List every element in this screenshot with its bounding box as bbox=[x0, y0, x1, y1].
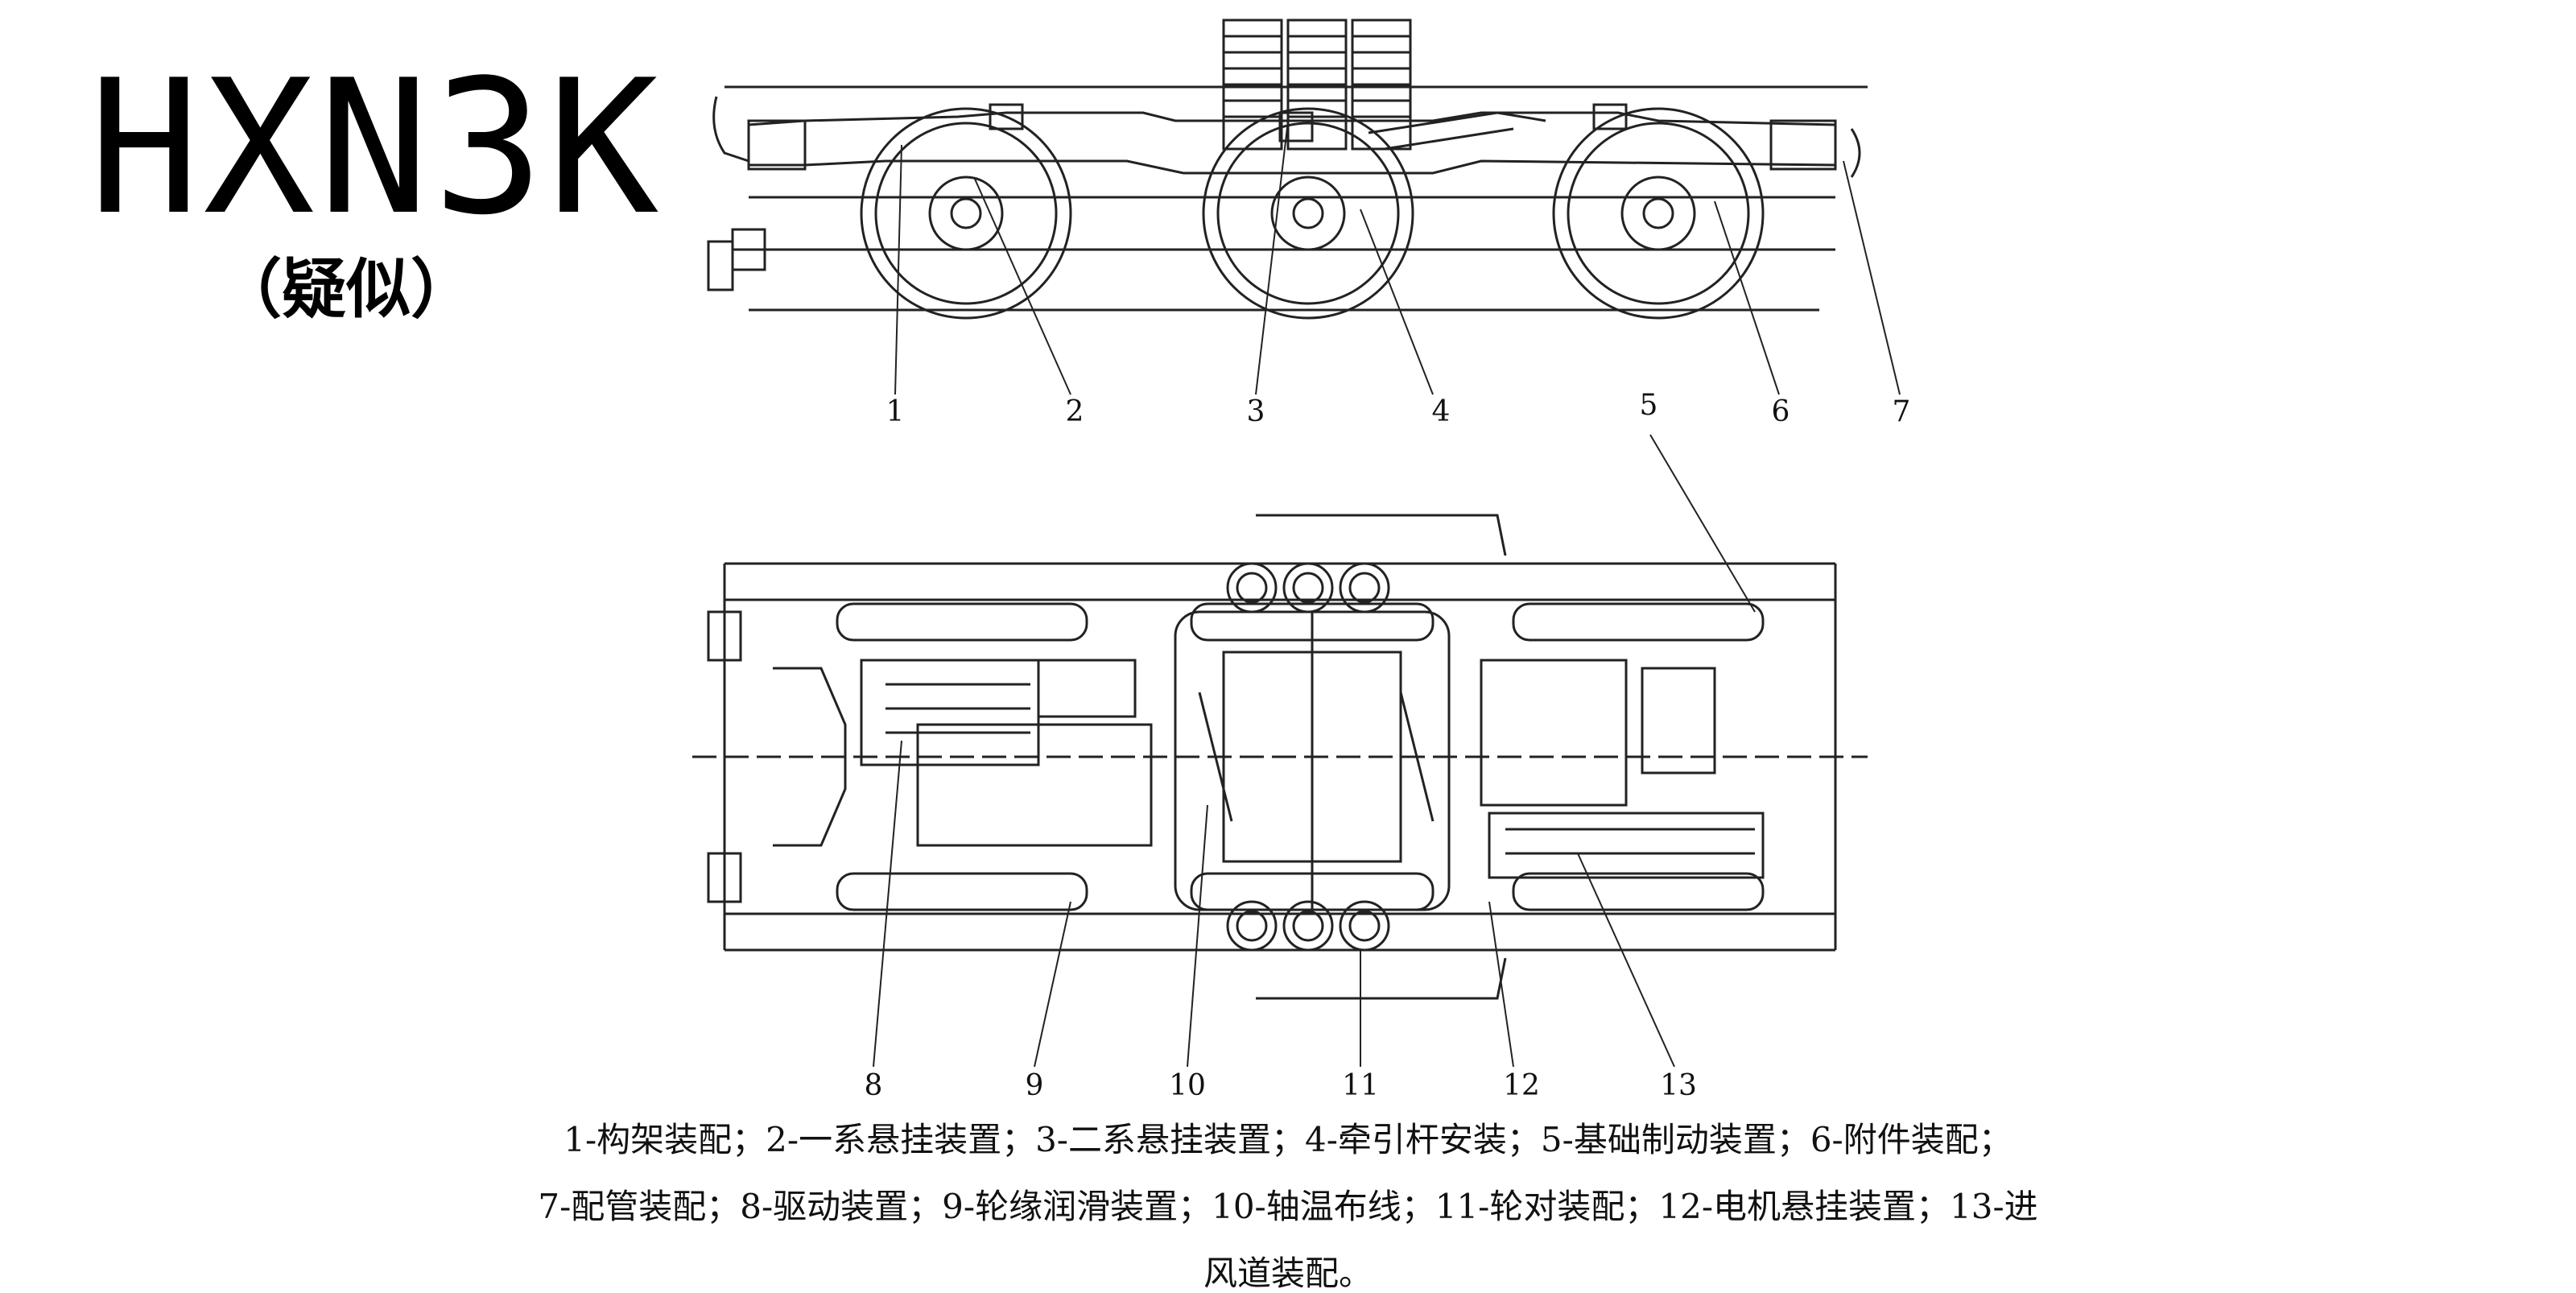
callout-6: 6 bbox=[1772, 395, 1790, 428]
traction-motor-left bbox=[860, 659, 1153, 847]
bogie-frame-plan bbox=[692, 562, 1868, 952]
callout-7: 7 bbox=[1893, 395, 1911, 428]
callout-10: 10 bbox=[1169, 1069, 1206, 1102]
traction-motor-right bbox=[1480, 659, 1765, 879]
side-view bbox=[707, 19, 1901, 395]
page-subtitle: （疑似） bbox=[217, 252, 475, 327]
bolster-plan bbox=[1174, 562, 1451, 952]
wheel-rows bbox=[836, 602, 1765, 911]
plan-leader-lines bbox=[873, 434, 1756, 1068]
page-title: HXN3K bbox=[89, 41, 663, 256]
wheelset-side-1 bbox=[860, 107, 1072, 320]
callout-13: 13 bbox=[1660, 1069, 1697, 1102]
plan-view bbox=[692, 434, 1868, 1068]
caption-line-1: 1-构架装配；2-一系悬挂装置；3-二系悬挂装置；4-牵引杆安装；5-基础制动装… bbox=[564, 1120, 2013, 1159]
caption-line-3: 风道装配。 bbox=[1203, 1254, 1373, 1293]
callout-5: 5 bbox=[1640, 389, 1658, 422]
traction-rods bbox=[1198, 514, 1507, 1000]
caption-line-2: 7-配管装配；8-驱动装置；9-轮缘润滑装置；10-轴温布线；11-轮对装配；1… bbox=[538, 1187, 2038, 1226]
callout-4: 4 bbox=[1432, 395, 1451, 428]
wheelset-side-2 bbox=[1202, 107, 1414, 320]
callout-12: 12 bbox=[1503, 1069, 1540, 1102]
callout-9: 9 bbox=[1026, 1069, 1044, 1102]
bogie-frame-side bbox=[707, 85, 1868, 312]
wheelset-side-3 bbox=[1552, 107, 1765, 320]
callout-11: 11 bbox=[1342, 1069, 1379, 1102]
callout-1: 1 bbox=[886, 395, 905, 428]
callout-8: 8 bbox=[865, 1069, 883, 1102]
side-leader-lines bbox=[894, 120, 1901, 395]
callout-2: 2 bbox=[1066, 395, 1084, 428]
callout-3: 3 bbox=[1247, 395, 1265, 428]
secondary-spring-stack bbox=[1222, 19, 1412, 151]
